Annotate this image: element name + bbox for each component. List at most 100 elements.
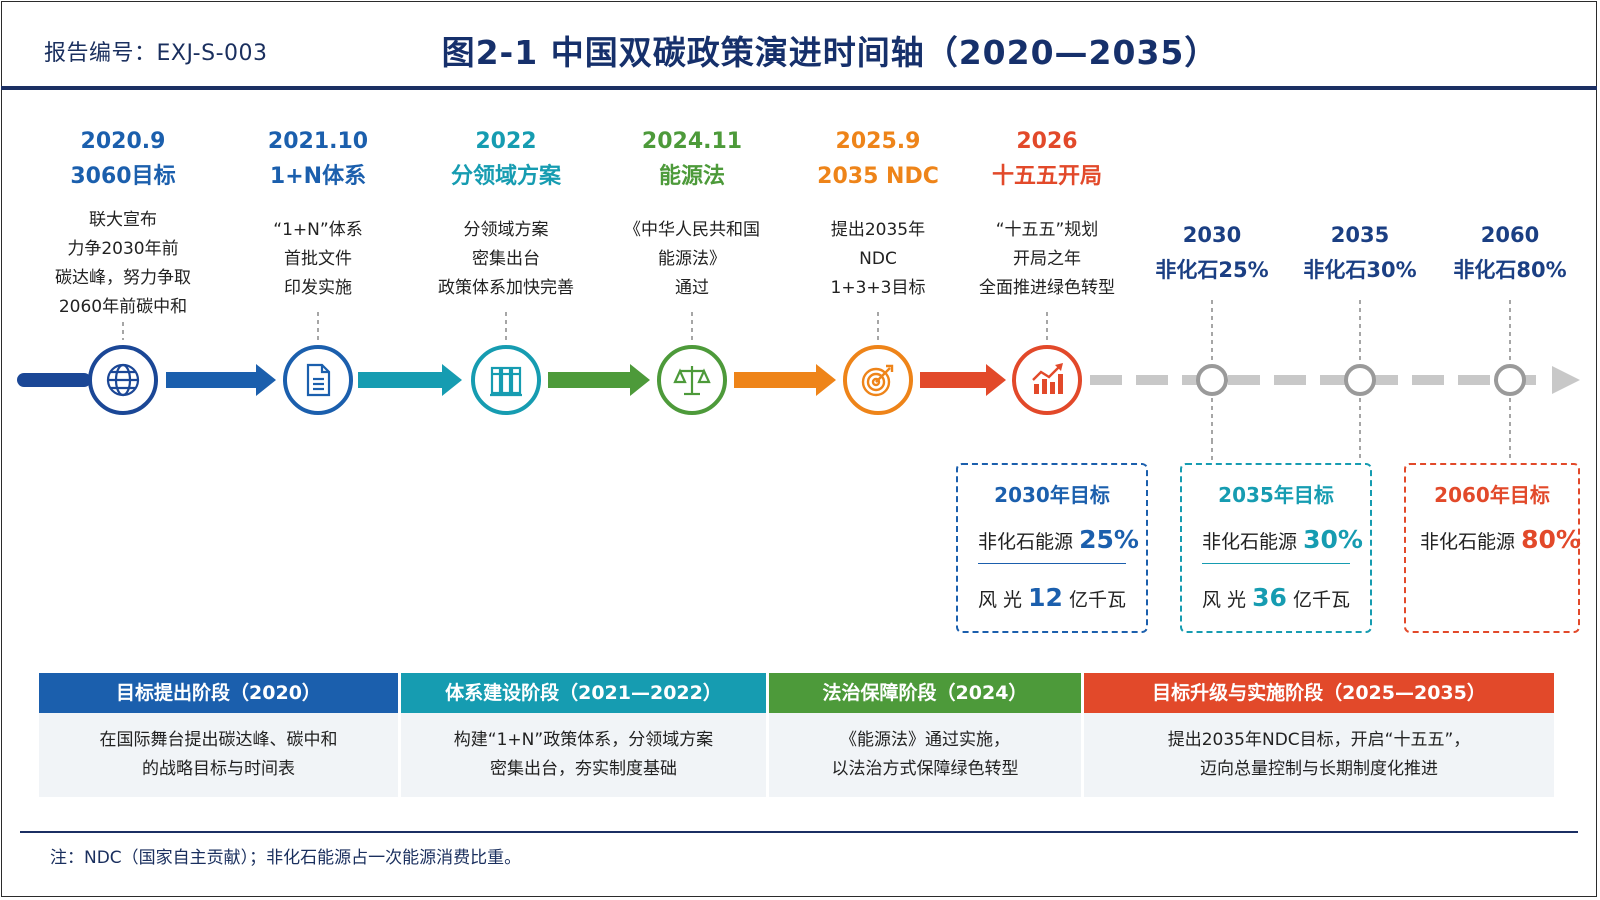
milestone-4-description: 《中华人民共和国 能源法》 通过 xyxy=(587,216,797,303)
growth-chart-icon xyxy=(1032,363,1063,394)
milestone-date: 2020.9 xyxy=(80,129,166,154)
target-value: 30% xyxy=(1303,525,1363,554)
target-title: 2060年目标 xyxy=(1434,483,1550,507)
longterm-2035-heading: 2035 非化石30% xyxy=(1280,218,1440,288)
milestone-6-description: “十五五”规划 开局之年 全面推进绿色转型 xyxy=(942,216,1152,303)
phase-text: 以法治方式保障绿色转型 xyxy=(831,759,1019,779)
longterm-label: 非化石25% xyxy=(1155,258,1269,282)
globe-icon xyxy=(106,363,140,397)
phase-text: 的战略目标与时间表 xyxy=(142,759,295,779)
future-node-2060 xyxy=(1494,364,1526,396)
footer-divider xyxy=(20,831,1578,833)
target-value: 25% xyxy=(1079,525,1139,554)
desc-line: “十五五”规划 xyxy=(995,220,1099,240)
phase-text: 构建“1+N”政策体系，分领域方案 xyxy=(453,730,714,750)
target-divider xyxy=(1202,563,1350,564)
desc-line: 密集出台 xyxy=(472,249,540,269)
phase-4-header: 目标升级与实施阶段（2025—2035） xyxy=(1084,673,1554,713)
milestone-name: 能源法 xyxy=(658,164,725,189)
milestone-1-heading: 2020.9 3060目标 xyxy=(18,124,228,194)
future-node-2035 xyxy=(1344,364,1376,396)
target-title: 2035年目标 xyxy=(1218,483,1334,507)
target-icon xyxy=(861,364,894,397)
desc-line: 通过 xyxy=(675,278,709,298)
milestone-6-heading: 2026 十五五开局 xyxy=(942,124,1152,194)
phase-2-body: 构建“1+N”政策体系，分领域方案 密集出台，夯实制度基础 xyxy=(401,713,766,797)
target-value: 12 xyxy=(1028,583,1063,612)
milestone-node-1 xyxy=(88,345,158,415)
document-icon xyxy=(306,363,331,397)
longterm-2030-heading: 2030 非化石25% xyxy=(1132,218,1292,288)
target-value: 36 xyxy=(1252,583,1287,612)
milestone-2-description: “1+N”体系 首批文件 印发实施 xyxy=(213,216,423,303)
milestone-date: 2021.10 xyxy=(267,129,369,154)
target-line-nonfossil: 非化石能源 25% xyxy=(978,525,1139,554)
target-unit: 亿千瓦 xyxy=(1068,589,1126,611)
desc-line: NDC xyxy=(859,249,897,269)
milestone-date: 2024.11 xyxy=(641,129,743,154)
longterm-label: 非化石80% xyxy=(1453,258,1567,282)
milestone-5-heading: 2025.9 2035 NDC xyxy=(773,124,983,194)
report-id: 报告编号：EXJ-S-003 xyxy=(44,41,268,66)
milestone-node-5 xyxy=(843,345,913,415)
milestone-node-4 xyxy=(657,345,727,415)
header-divider xyxy=(1,86,1597,90)
phase-text: 《能源法》通过实施， xyxy=(840,730,1010,750)
milestone-node-3 xyxy=(471,345,541,415)
desc-line: 印发实施 xyxy=(284,278,352,298)
longterm-year: 2035 xyxy=(1330,223,1390,247)
milestone-5-description: 提出2035年 NDC 1+3+3目标 xyxy=(773,216,983,303)
target-label: 非化石能源 xyxy=(1420,531,1516,553)
milestone-name: 分领域方案 xyxy=(450,164,561,189)
desc-line: 碳达峰，努力争取 xyxy=(55,268,191,288)
milestone-3-heading: 2022 分领域方案 xyxy=(401,124,611,194)
desc-line: 分领域方案 xyxy=(463,220,549,240)
target-value: 80% xyxy=(1521,525,1581,554)
desc-line: 《中华人民共和国 xyxy=(624,220,760,240)
phase-1-body: 在国际舞台提出碳达峰、碳中和 的战略目标与时间表 xyxy=(39,713,398,797)
phase-2-header: 体系建设阶段（2021—2022） xyxy=(401,673,766,713)
target-line-nonfossil: 非化石能源 80% xyxy=(1420,525,1581,554)
target-label: 非化石能源 xyxy=(978,531,1074,553)
scales-icon xyxy=(673,366,711,396)
target-prefix: 风 光 xyxy=(1202,589,1247,611)
milestone-name: 2035 NDC xyxy=(817,164,939,189)
phase-text: 提出2035年NDC目标，开启“十五五”， xyxy=(1167,730,1471,750)
target-box-2060: 2060年目标 非化石能源 80% xyxy=(1404,463,1581,633)
milestone-4-heading: 2024.11 能源法 xyxy=(587,124,797,194)
phase-text: 迈向总量控制与长期制度化推进 xyxy=(1200,759,1438,779)
target-line-windsolar: 风 光 12 亿千瓦 xyxy=(978,583,1126,612)
desc-line: “1+N”体系 xyxy=(273,220,363,240)
milestone-node-2 xyxy=(283,345,353,415)
desc-line: 能源法》 xyxy=(658,249,726,269)
target-line-windsolar: 风 光 36 亿千瓦 xyxy=(1202,583,1350,612)
milestone-name: 十五五开局 xyxy=(991,164,1102,189)
target-box-2030: 2030年目标 非化石能源 25% 风 光 12 亿千瓦 xyxy=(956,463,1148,633)
milestone-node-6 xyxy=(1012,345,1082,415)
desc-line: 联大宣布 xyxy=(89,210,157,230)
target-prefix: 风 光 xyxy=(978,589,1023,611)
desc-line: 力争2030年前 xyxy=(67,239,179,259)
milestone-2-heading: 2021.10 1+N体系 xyxy=(213,124,423,194)
milestone-name: 3060目标 xyxy=(70,164,176,189)
desc-line: 开局之年 xyxy=(1013,249,1081,269)
desc-line: 提出2035年 xyxy=(830,220,926,240)
longterm-label: 非化石30% xyxy=(1303,258,1417,282)
target-divider xyxy=(978,563,1126,564)
milestone-name: 1+N体系 xyxy=(269,164,367,189)
phase-text: 在国际舞台提出碳达峰、碳中和 xyxy=(99,730,338,750)
milestone-date: 2022 xyxy=(475,129,537,154)
milestone-date: 2026 xyxy=(1016,129,1078,154)
target-label: 非化石能源 xyxy=(1202,531,1298,553)
phase-1-header: 目标提出阶段（2020） xyxy=(39,673,398,713)
milestone-1-description: 联大宣布 力争2030年前 碳达峰，努力争取 2060年前碳中和 xyxy=(18,206,228,322)
longterm-2060-heading: 2060 非化石80% xyxy=(1430,218,1590,288)
milestone-date: 2025.9 xyxy=(835,129,921,154)
books-icon xyxy=(490,366,522,397)
phase-3-header: 法治保障阶段（2024） xyxy=(769,673,1081,713)
desc-line: 政策体系加快完善 xyxy=(438,278,574,298)
longterm-year: 2030 xyxy=(1182,223,1242,247)
target-title: 2030年目标 xyxy=(994,483,1110,507)
phase-text: 密集出台，夯实制度基础 xyxy=(490,759,677,779)
